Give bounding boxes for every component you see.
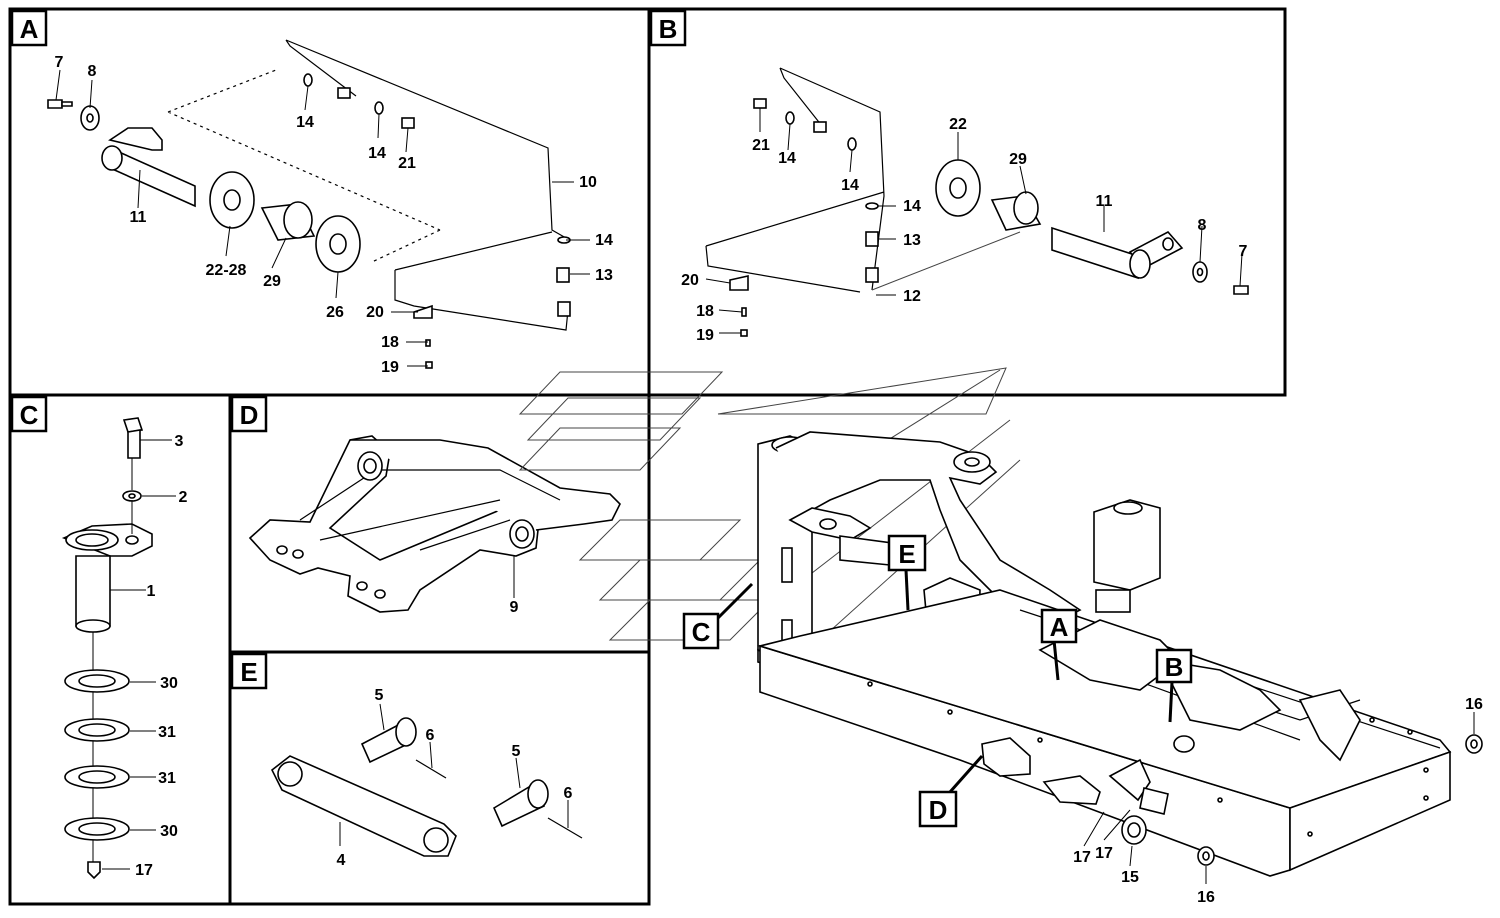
callout-13-a: 13 bbox=[595, 267, 613, 284]
svg-text:B: B bbox=[1165, 652, 1184, 682]
svg-text:A: A bbox=[1050, 612, 1069, 642]
callout-16-main-1: 16 bbox=[1465, 696, 1483, 713]
callout-30-c-1: 30 bbox=[160, 675, 178, 692]
callout-15-main: 15 bbox=[1121, 869, 1139, 886]
callout-14-b-3: 14 bbox=[903, 198, 921, 215]
svg-text:B: B bbox=[659, 14, 678, 44]
callout-1-c: 1 bbox=[147, 583, 156, 600]
svg-text:A: A bbox=[20, 14, 39, 44]
callout-31-c-2: 31 bbox=[158, 770, 176, 787]
callout-21-a: 21 bbox=[398, 155, 416, 172]
callout-29-b: 29 bbox=[1009, 151, 1027, 168]
marker-d: D bbox=[918, 755, 984, 828]
callout-17-c: 17 bbox=[135, 862, 153, 879]
callout-19-a: 19 bbox=[381, 359, 399, 376]
callout-14-a-1: 14 bbox=[296, 114, 314, 131]
callout-14-a-2: 14 bbox=[368, 145, 386, 162]
callout-3-c: 3 bbox=[175, 433, 184, 450]
marker-a: A bbox=[1040, 608, 1078, 681]
callout-17-main-1: 17 bbox=[1073, 849, 1091, 866]
callout-18-a: 18 bbox=[381, 334, 399, 351]
panel-e-label: E bbox=[230, 652, 268, 690]
callout-21-b: 21 bbox=[752, 137, 770, 154]
callout-26-a: 26 bbox=[326, 304, 344, 321]
callout-17-main-2: 17 bbox=[1095, 845, 1113, 862]
panel-a-parts: 7 8 14 14 21 10 11 22-28 29 26 14 13 20 … bbox=[47, 39, 613, 376]
svg-text:C: C bbox=[692, 617, 711, 647]
panel-d-label: D bbox=[230, 395, 268, 433]
callout-11-a: 11 bbox=[130, 209, 147, 226]
callout-6-e-2: 6 bbox=[564, 785, 573, 802]
panel-d-parts: 9 bbox=[248, 435, 621, 616]
marker-e: E bbox=[887, 534, 927, 611]
main-frame-assembly: 16 16 15 17 17 A B C D E bbox=[518, 231, 1483, 906]
callout-5-e-1: 5 bbox=[375, 687, 384, 704]
panel-c-parts: 3 2 1 30 31 31 30 17 bbox=[61, 417, 188, 880]
svg-text:D: D bbox=[240, 400, 259, 430]
callout-29-a: 29 bbox=[263, 273, 281, 290]
callout-14-b-2: 14 bbox=[841, 177, 859, 194]
marker-b: B bbox=[1155, 648, 1193, 723]
callout-14-b-1: 14 bbox=[778, 150, 796, 167]
panel-b-label: B bbox=[649, 9, 687, 47]
callout-7-b: 7 bbox=[1239, 243, 1248, 260]
callout-11-b: 11 bbox=[1096, 193, 1113, 210]
panel-b-parts: 21 14 14 22 29 11 14 13 12 8 7 20 18 19 bbox=[681, 67, 1249, 344]
callout-19-b: 19 bbox=[696, 327, 714, 344]
callout-9-d: 9 bbox=[510, 599, 519, 616]
svg-text:E: E bbox=[240, 657, 257, 687]
callout-13-b: 13 bbox=[903, 232, 921, 249]
callout-31-c-1: 31 bbox=[158, 724, 176, 741]
callout-14-a-3: 14 bbox=[595, 232, 613, 249]
panel-e-parts: 5 6 5 6 4 bbox=[270, 687, 583, 869]
panel-a-label: A bbox=[10, 9, 48, 47]
callout-10-a: 10 bbox=[579, 174, 597, 191]
callout-7-a: 7 bbox=[55, 54, 64, 71]
callout-20-a: 20 bbox=[366, 304, 384, 321]
callout-22-b: 22 bbox=[949, 116, 967, 133]
callout-2-c: 2 bbox=[179, 489, 188, 506]
panel-e-frame bbox=[228, 650, 651, 906]
callout-8-b: 8 bbox=[1198, 217, 1207, 234]
callout-30-c-2: 30 bbox=[160, 823, 178, 840]
callout-16-main-2: 16 bbox=[1197, 889, 1215, 906]
svg-text:C: C bbox=[20, 400, 39, 430]
callout-12-b: 12 bbox=[903, 288, 921, 305]
callout-4-e: 4 bbox=[337, 852, 346, 869]
callout-6-e-1: 6 bbox=[426, 727, 435, 744]
panel-c-label: C bbox=[10, 395, 48, 433]
panel-a-frame bbox=[8, 7, 651, 397]
callout-8-a: 8 bbox=[88, 63, 97, 80]
panel-b-frame bbox=[647, 7, 1287, 397]
svg-text:D: D bbox=[929, 795, 948, 825]
callout-18-b: 18 bbox=[696, 303, 714, 320]
callout-20-b: 20 bbox=[681, 272, 699, 289]
callout-22-28-a: 22-28 bbox=[206, 262, 247, 279]
callout-5-e-2: 5 bbox=[512, 743, 521, 760]
marker-c: C bbox=[682, 582, 754, 650]
svg-text:E: E bbox=[898, 539, 915, 569]
